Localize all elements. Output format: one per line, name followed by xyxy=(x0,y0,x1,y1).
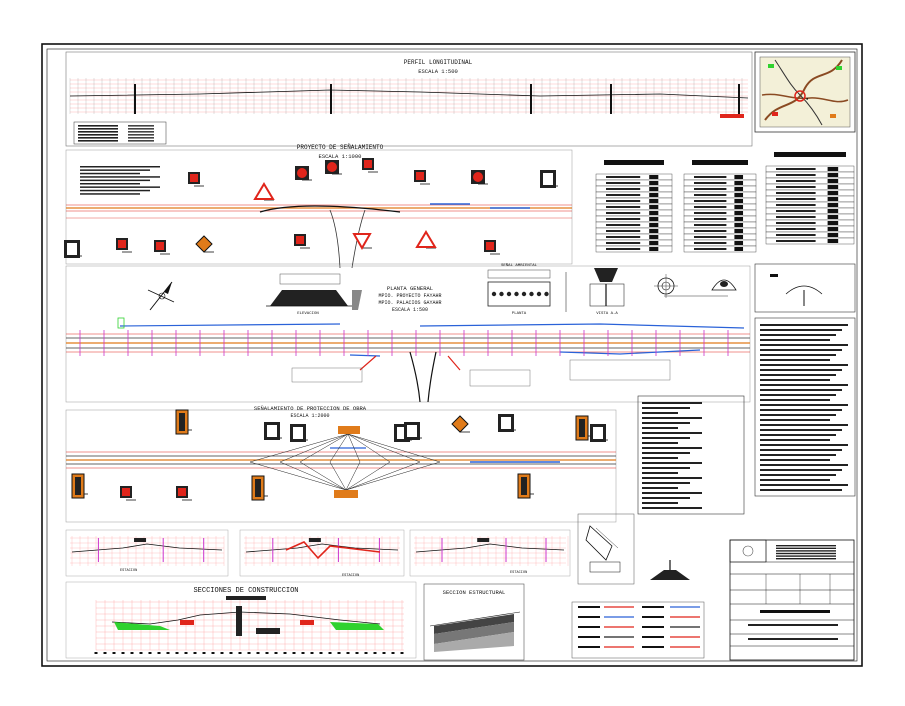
cross-sections: ESTACION ESTACION ESTACION xyxy=(65,529,571,578)
profile-data-table xyxy=(78,125,154,142)
signage-scale: ESCALA 1:1000 xyxy=(319,153,362,160)
signage-notes xyxy=(80,166,160,195)
sign-detail-label: SEÑAL AMBIENTAL xyxy=(501,263,538,268)
work-sign-scale: ESCALA 1:2000 xyxy=(290,413,329,419)
yield-sign-icon xyxy=(352,233,372,251)
post-detail: VISTA A-A xyxy=(589,268,625,316)
plan-line-1: MPIO. PROYECTO FAYAHR xyxy=(378,293,441,299)
sign-panel-detail: SEÑAL AMBIENTAL PLANTA xyxy=(487,263,567,316)
stop-sign-icon xyxy=(327,162,337,172)
profile-grid xyxy=(69,78,749,114)
structural-section-title: SECCION ESTRUCTURAL xyxy=(443,589,506,596)
cross-section-label-2: ESTACION xyxy=(342,574,359,578)
warning-sign-icon xyxy=(253,182,275,200)
profile-title: PERFIL LONGITUDINAL xyxy=(404,59,473,66)
svg-text:●: ● xyxy=(806,98,809,102)
stop-sign-icon xyxy=(297,168,307,178)
warning-sign-icon xyxy=(195,235,213,253)
plant-label: PLANTA xyxy=(512,312,527,316)
elevation-detail: ELEVACION xyxy=(266,273,362,316)
sheet-inner-border xyxy=(46,48,858,662)
signage-project: PROYECTO DE SEÑALAMIENTO ESCALA 1:1000 xyxy=(64,144,573,269)
warning-sign-icon xyxy=(415,230,437,248)
reflector-detail xyxy=(654,274,737,298)
general-notes xyxy=(637,263,856,515)
location-map-icon: ● xyxy=(754,51,856,133)
construction-sections: SECCIONES DE CONSTRUCCION xyxy=(65,581,417,659)
plan-scale: ESCALA 1:500 xyxy=(392,307,428,313)
cross-section-label-1: ESTACION xyxy=(120,569,137,573)
north-arrow-icon xyxy=(147,281,175,311)
warning-sign-icon xyxy=(451,415,469,433)
sign-quantity-tables xyxy=(595,152,855,253)
structural-section: SECCION ESTRUCTURAL xyxy=(423,583,525,661)
line-legend xyxy=(571,601,705,659)
plan-line-2: MPIO. PALACIOS GAYAHR xyxy=(378,300,441,306)
longitudinal-profile: PERFIL LONGITUDINAL ESCALA 1:500 xyxy=(65,51,753,147)
sections-title: SECCIONES DE CONSTRUCCION xyxy=(193,587,298,595)
signage-signs xyxy=(64,158,558,258)
profile-scale: ESCALA 1:500 xyxy=(418,68,458,75)
work-zone-lines xyxy=(249,433,441,491)
elevation-label: ELEVACION xyxy=(297,312,319,316)
stop-sign-icon xyxy=(473,172,483,182)
title-block xyxy=(729,539,855,661)
cross-section-label-3: ESTACION xyxy=(510,571,527,575)
work-protection-signage: SEÑALAMIENTO DE PROTECCION DE OBRA ESCAL… xyxy=(65,405,617,523)
view-label: VISTA A-A xyxy=(596,312,618,316)
general-plan: ELEVACION PLANTA GENERAL MPIO. PROYECTO … xyxy=(65,263,751,403)
sheet-border xyxy=(41,43,863,667)
signage-title: PROYECTO DE SEÑALAMIENTO xyxy=(297,144,384,151)
slope-detail xyxy=(577,513,690,585)
work-sign-title: SEÑALAMIENTO DE PROTECCION DE OBRA xyxy=(254,405,367,412)
plan-title: PLANTA GENERAL xyxy=(387,285,433,292)
